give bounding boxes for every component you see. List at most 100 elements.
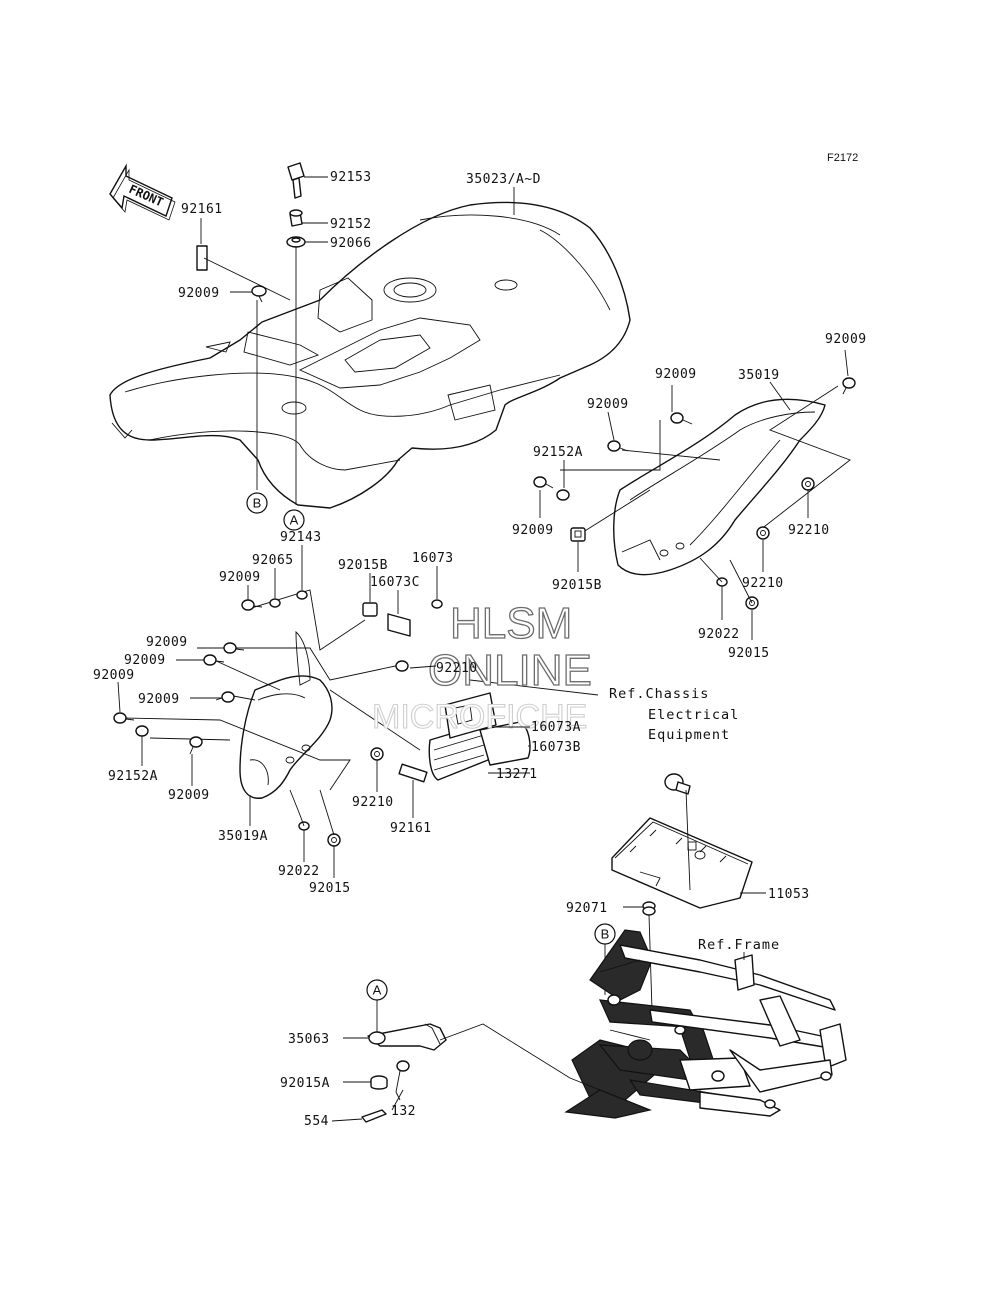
screw-92009-r2: [607, 440, 629, 452]
label-16073B: 16073B: [531, 740, 581, 755]
left-flap-35019A: [239, 630, 333, 799]
watermark-line3: MICROFICHE: [372, 698, 587, 736]
label-92009-l6: 92009: [168, 788, 210, 803]
label-35023: 35023/A~D: [466, 172, 541, 187]
watermark-line2: ONLINE: [428, 646, 592, 695]
pad-16073C: [387, 613, 411, 637]
clip-554: [361, 1109, 387, 1123]
label-92161-c: 92161: [390, 821, 432, 836]
washer-16073: [431, 599, 443, 609]
label-92022-r: 92022: [698, 627, 740, 642]
screw-92009-l4: [113, 712, 135, 724]
reference-labels: Ref.Chassis Electrical Equipment Ref.Fra…: [609, 686, 780, 953]
spacer-92161-c: [398, 763, 428, 783]
part-labels: 92153 35023/A~D 92161 92152 92066 92009 …: [93, 170, 867, 1129]
label-16073A: 16073A: [531, 720, 581, 735]
watermark-line1: HLSM: [450, 599, 572, 648]
label-92009-r3: 92009: [825, 332, 867, 347]
label-554: 554: [304, 1114, 329, 1129]
grommet-92066: [286, 236, 306, 248]
screw-92009-r1: [670, 412, 693, 425]
ref-frame: Ref.Frame: [698, 937, 780, 953]
marker-b-upper: B: [246, 492, 268, 514]
label-92015A: 92015A: [280, 1076, 330, 1091]
label-92015-l: 92015: [309, 881, 351, 896]
label-92152: 92152: [330, 217, 372, 232]
svg-text:A: A: [290, 513, 299, 528]
label-132: 132: [391, 1104, 416, 1119]
spacer-92161-top: [196, 245, 208, 271]
label-92210-r2: 92210: [742, 576, 784, 591]
washer-92143: [296, 590, 308, 600]
lamp-16073A: [444, 692, 497, 739]
screw-92009-l5: [215, 691, 235, 703]
screw-92009-l6: [189, 736, 203, 755]
washer-92065: [269, 598, 281, 608]
marker-b-lower: B: [594, 923, 616, 945]
screw-92009-r4: [533, 476, 554, 489]
label-92015-r: 92015: [728, 646, 770, 661]
label-92210-r1: 92210: [788, 523, 830, 538]
right-flap-35019: [613, 398, 826, 576]
front-direction-arrow: FRONT: [109, 163, 176, 221]
label-92015B-l: 92015B: [338, 558, 388, 573]
screw-92009-top: [251, 285, 267, 303]
bolt-132: [395, 1060, 410, 1093]
ref-chassis-line2: Electrical: [648, 707, 739, 723]
nut-92015-l: [327, 833, 341, 847]
ref-chassis-line3: Equipment: [648, 727, 730, 743]
screw-92009-r3: [842, 377, 856, 395]
figure-code: F2172: [827, 152, 858, 164]
label-92161-top: 92161: [181, 202, 223, 217]
label-92015B-r: 92015B: [552, 578, 602, 593]
label-35019: 35019: [738, 368, 780, 383]
clamp-ref-chassis: [664, 773, 691, 795]
bracket-35063: [367, 1023, 447, 1051]
lamp-16073B: [479, 721, 531, 766]
bracket-11053: [611, 817, 753, 909]
nut-92015B-r: [570, 527, 586, 542]
rear-fender: [109, 201, 631, 509]
label-leader-lines: [117, 176, 849, 1122]
label-92009-r4: 92009: [512, 523, 554, 538]
label-16073C: 16073C: [370, 575, 420, 590]
label-92066: 92066: [330, 236, 372, 251]
nut-92210-l: [370, 747, 384, 761]
label-92009-top: 92009: [178, 286, 220, 301]
marker-a-upper: A: [283, 509, 305, 531]
label-92071: 92071: [566, 901, 608, 916]
grommet-92071: [642, 901, 656, 916]
label-92210-l: 92210: [352, 795, 394, 810]
svg-text:A: A: [373, 983, 382, 998]
label-92143: 92143: [280, 530, 322, 545]
label-92009-r1: 92009: [655, 367, 697, 382]
label-92065: 92065: [252, 553, 294, 568]
label-92009-l5: 92009: [138, 692, 180, 707]
svg-text:B: B: [601, 927, 610, 942]
ref-chassis-line1: Ref.Chassis: [609, 686, 709, 702]
label-92210-c: 92210: [436, 661, 478, 676]
label-92152A-r: 92152A: [533, 445, 583, 460]
frame-ref: [564, 929, 847, 1119]
grommet-92015A: [370, 1075, 388, 1090]
marker-a-lower: A: [366, 979, 388, 1001]
label-92009-r2: 92009: [587, 397, 629, 412]
nut-92210-r2: [756, 526, 770, 540]
svg-text:B: B: [253, 496, 262, 511]
nut-92015B-l: [362, 602, 378, 617]
collar-92152A-r: [556, 489, 570, 501]
collar-92152: [289, 209, 303, 227]
label-92153: 92153: [330, 170, 372, 185]
label-16073: 16073: [412, 551, 454, 566]
label-11053: 11053: [768, 887, 810, 902]
nut-92210-r1: [801, 477, 815, 491]
watermark: HLSM ONLINE MICROFICHE: [371, 598, 592, 736]
label-92009-l1: 92009: [219, 570, 261, 585]
label-92022-l: 92022: [278, 864, 320, 879]
label-92009-l2: 92009: [146, 635, 188, 650]
screw-92009-l1: [241, 599, 263, 611]
label-35019A: 35019A: [218, 829, 268, 844]
bolt-92153: [287, 162, 305, 199]
label-35063: 35063: [288, 1032, 330, 1047]
